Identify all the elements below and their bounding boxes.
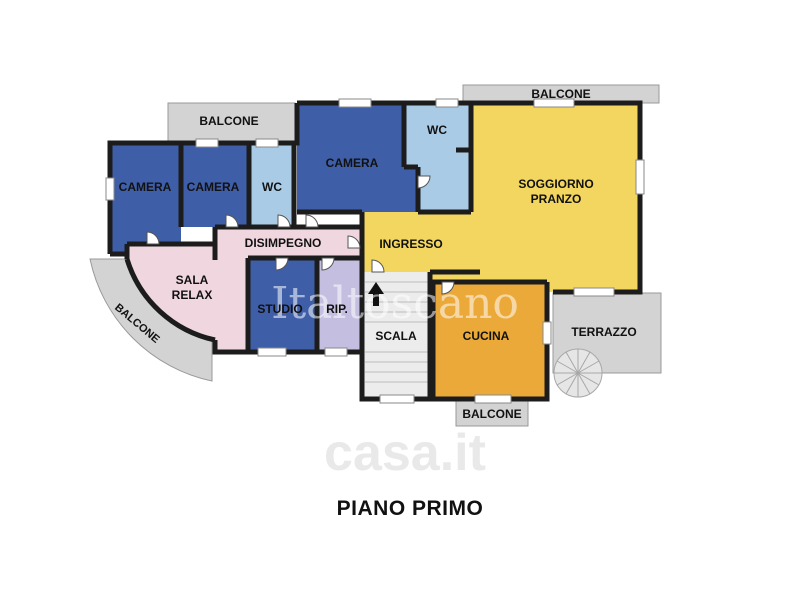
label-ripostiglio: RIP. bbox=[326, 302, 348, 316]
portal-watermark: casa.it bbox=[324, 424, 486, 482]
label-balcone-top-left: BALCONE bbox=[199, 114, 258, 128]
label-soggiorno: SOGGIORNO bbox=[518, 177, 593, 191]
studio-room bbox=[248, 258, 317, 352]
label-relax: RELAX bbox=[172, 288, 213, 302]
label-balcone-bottom: BALCONE bbox=[462, 407, 521, 421]
cucina-room bbox=[433, 282, 547, 399]
sala-relax-room bbox=[127, 244, 215, 340]
spiral-stair bbox=[553, 348, 603, 398]
disimpegno-room bbox=[215, 227, 362, 352]
label-terrazzo: TERRAZZO bbox=[571, 325, 636, 339]
label-camera-1: CAMERA bbox=[119, 180, 172, 194]
label-studio: STUDIO bbox=[257, 302, 302, 316]
stair-arrow-icon bbox=[368, 282, 384, 306]
camera-room-3 bbox=[297, 103, 418, 212]
wc-room-1 bbox=[249, 143, 294, 227]
agency-watermark: Italtoscano bbox=[271, 278, 519, 329]
balcone-top-left bbox=[167, 102, 296, 144]
doors bbox=[146, 175, 455, 295]
camera-room-2 bbox=[181, 143, 249, 227]
label-wc-1: WC bbox=[262, 180, 282, 194]
label-pranzo: PRANZO bbox=[531, 192, 582, 206]
label-camera-2: CAMERA bbox=[187, 180, 240, 194]
floor-title: PIANO PRIMO bbox=[336, 497, 484, 520]
camera-room-1 bbox=[110, 143, 181, 254]
label-disimpegno: DISIMPEGNO bbox=[245, 236, 322, 250]
stair-treads bbox=[365, 281, 428, 383]
walls bbox=[107, 100, 643, 402]
ripostiglio-room bbox=[317, 258, 362, 352]
label-ingresso: INGRESSO bbox=[379, 237, 442, 251]
label-balcone-top-right: BALCONE bbox=[531, 87, 590, 101]
label-sala: SALA bbox=[176, 273, 209, 287]
windows bbox=[105, 98, 645, 404]
label-camera-3: CAMERA bbox=[326, 156, 379, 170]
label-wc-2: WC bbox=[427, 123, 447, 137]
label-scala: SCALA bbox=[375, 329, 417, 343]
label-cucina: CUCINA bbox=[463, 329, 510, 343]
